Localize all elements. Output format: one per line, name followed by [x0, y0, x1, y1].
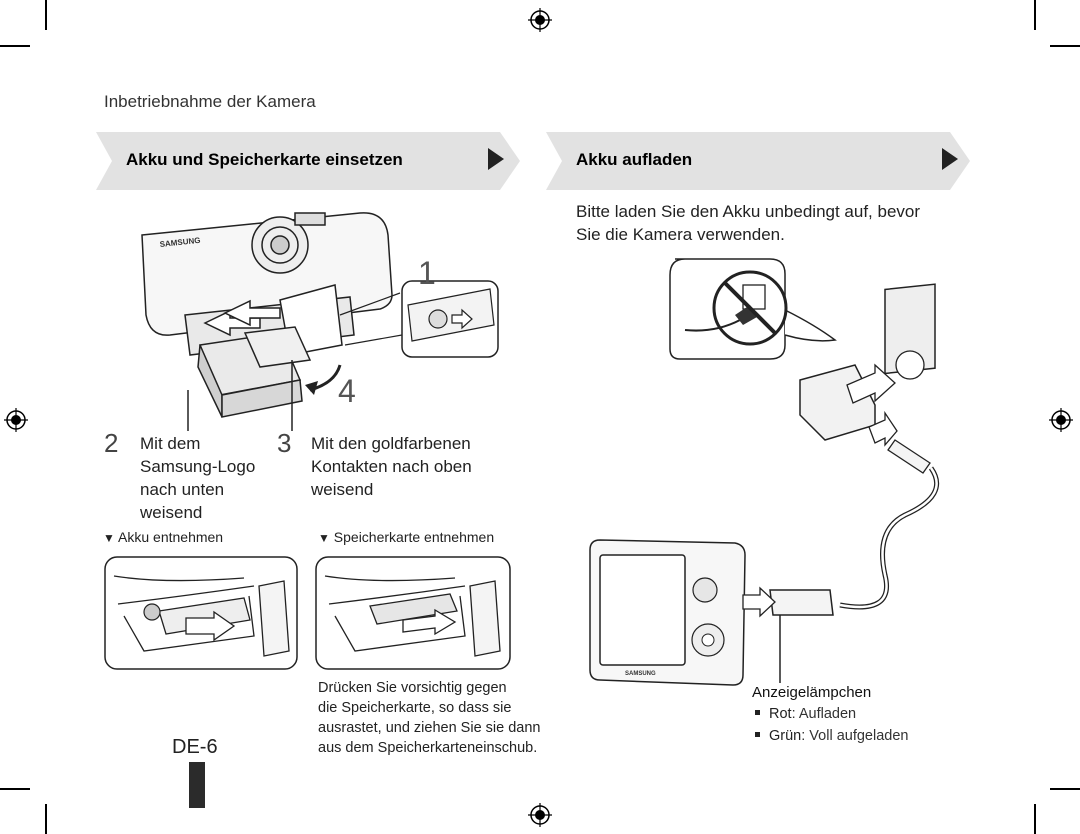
indicator-value: : Voll aufgeladen	[801, 728, 909, 744]
step-3-text: Mit den goldfarbenen Kontakten nach oben…	[311, 432, 472, 501]
card-note-line: die Speicherkarte, so dass sie	[318, 700, 512, 716]
step-number-3: 3	[277, 428, 292, 458]
camera-back-brand-label: SAMSUNG	[625, 671, 656, 677]
crop-mark	[1034, 804, 1036, 834]
section-banner-left	[96, 132, 520, 190]
camera-battery-insert-illustration: SAMSUNG	[141, 212, 499, 431]
section-title-left: Akku und Speicherkarte einsetzen	[126, 150, 403, 169]
indicator-item-red: Rot: Aufladen	[755, 703, 908, 725]
charging-illustration: SAMSUNG	[589, 258, 940, 686]
step-3-line: Mit den goldfarbenen	[311, 434, 471, 453]
indicator-legend: Anzeigelämpchen Rot: Aufladen Grün: Voll…	[752, 682, 908, 747]
camera-brand-label: SAMSUNG	[159, 236, 201, 249]
remove-battery-illustration	[104, 556, 298, 670]
step-2-line: nach unten	[140, 480, 225, 499]
play-arrow-icon	[488, 148, 504, 170]
crop-mark	[1034, 0, 1036, 30]
step-2-line: Mit dem	[140, 434, 201, 453]
remove-card-label: Speicherkarte entnehmen	[333, 529, 495, 545]
card-removal-note: Drücken Sie vorsichtig gegen die Speiche…	[318, 678, 540, 758]
section-header: Inbetriebnahme der Kamera	[104, 92, 316, 111]
bullet-icon	[755, 709, 760, 715]
charging-intro: Bitte laden Sie den Akku unbedingt auf, …	[576, 200, 920, 246]
crop-mark	[0, 45, 30, 47]
step-2-line: weisend	[140, 503, 203, 522]
registration-mark-icon	[528, 803, 552, 827]
card-note-line: aus dem Speicherkarteneinschub.	[318, 740, 538, 756]
remove-battery-label: Akku entnehmen	[118, 529, 224, 545]
indicator-key: Rot	[769, 706, 792, 722]
registration-mark-icon	[528, 8, 552, 32]
no-sign-icon	[684, 270, 788, 346]
remove-battery-caption: ▼ Akku entnehmen	[103, 528, 223, 548]
indicator-item-green: Grün: Voll aufgeladen	[755, 725, 908, 747]
bullet-icon	[755, 731, 760, 737]
triangle-down-icon: ▼	[103, 531, 115, 545]
intro-line: Bitte laden Sie den Akku unbedingt auf, …	[576, 202, 921, 221]
step-3-line: weisend	[311, 480, 374, 499]
step-2-text: Mit dem Samsung-Logo nach unten weisend	[140, 432, 255, 524]
card-note-line: ausrastet, und ziehen Sie sie dann	[318, 720, 541, 736]
triangle-down-icon: ▼	[318, 531, 330, 545]
remove-card-illustration	[315, 556, 511, 670]
indicator-value: : Aufladen	[791, 706, 857, 722]
card-note-line: Drücken Sie vorsichtig gegen	[318, 680, 507, 696]
indicator-label: Anzeigelämpchen	[752, 684, 872, 701]
crop-mark	[1050, 788, 1080, 790]
registration-mark-icon	[4, 408, 28, 432]
step-number-2: 2	[104, 428, 119, 458]
callout-number-1: 1	[418, 255, 436, 291]
crop-mark	[45, 0, 47, 30]
play-arrow-icon	[942, 148, 958, 170]
crop-mark	[45, 804, 47, 834]
page-number: DE-6	[172, 736, 218, 758]
remove-card-caption: ▼ Speicherkarte entnehmen	[318, 528, 494, 548]
callout-number-4: 4	[338, 373, 356, 409]
section-title-right: Akku aufladen	[576, 150, 693, 169]
indicator-key: Grün	[769, 728, 802, 744]
step-3-line: Kontakten nach oben	[311, 457, 472, 476]
registration-mark-icon	[1049, 408, 1073, 432]
step-2-line: Samsung-Logo	[140, 457, 256, 476]
section-banner-right	[546, 132, 970, 190]
crop-mark	[0, 788, 30, 790]
intro-line: Sie die Kamera verwenden.	[576, 225, 785, 244]
crop-mark	[1050, 45, 1080, 47]
thumb-tab	[189, 762, 205, 808]
